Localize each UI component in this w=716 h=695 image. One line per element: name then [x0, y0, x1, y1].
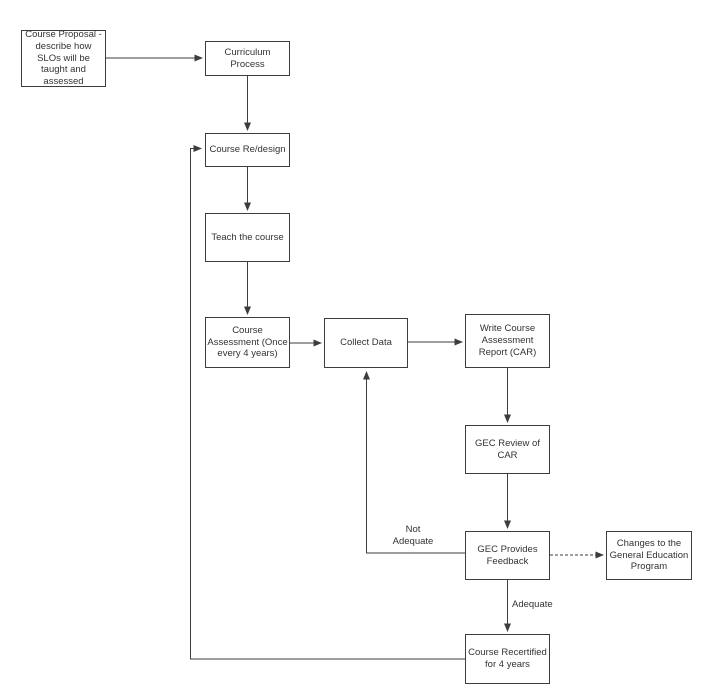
- node-collect-data: Collect Data: [324, 318, 408, 368]
- edge-recertified-to-redesign-loop: [190, 145, 465, 660]
- node-changes-gep: Changes to the General Education Program: [606, 531, 692, 580]
- node-write-car: Write Course Assessment Report (CAR): [465, 314, 550, 368]
- node-course-recertified: Course Recertified for 4 years: [465, 634, 550, 684]
- node-gec-feedback: GEC Provides Feedback: [465, 531, 550, 580]
- node-teach-course: Teach the course: [205, 213, 290, 262]
- node-gec-review: GEC Review of CAR: [465, 425, 550, 474]
- node-course-assessment: Course Assessment (Once every 4 years): [205, 317, 290, 368]
- edge-label-not-adequate: Not Adequate: [392, 524, 434, 548]
- edge-label-adequate: Adequate: [512, 599, 553, 610]
- node-curriculum-process: Curriculum Process: [205, 41, 290, 76]
- node-course-proposal: Course Proposal - describe how SLOs will…: [21, 29, 106, 87]
- node-course-redesign: Course Re/design: [205, 133, 290, 167]
- edge-feedback-to-collect-notadequate: [363, 371, 465, 554]
